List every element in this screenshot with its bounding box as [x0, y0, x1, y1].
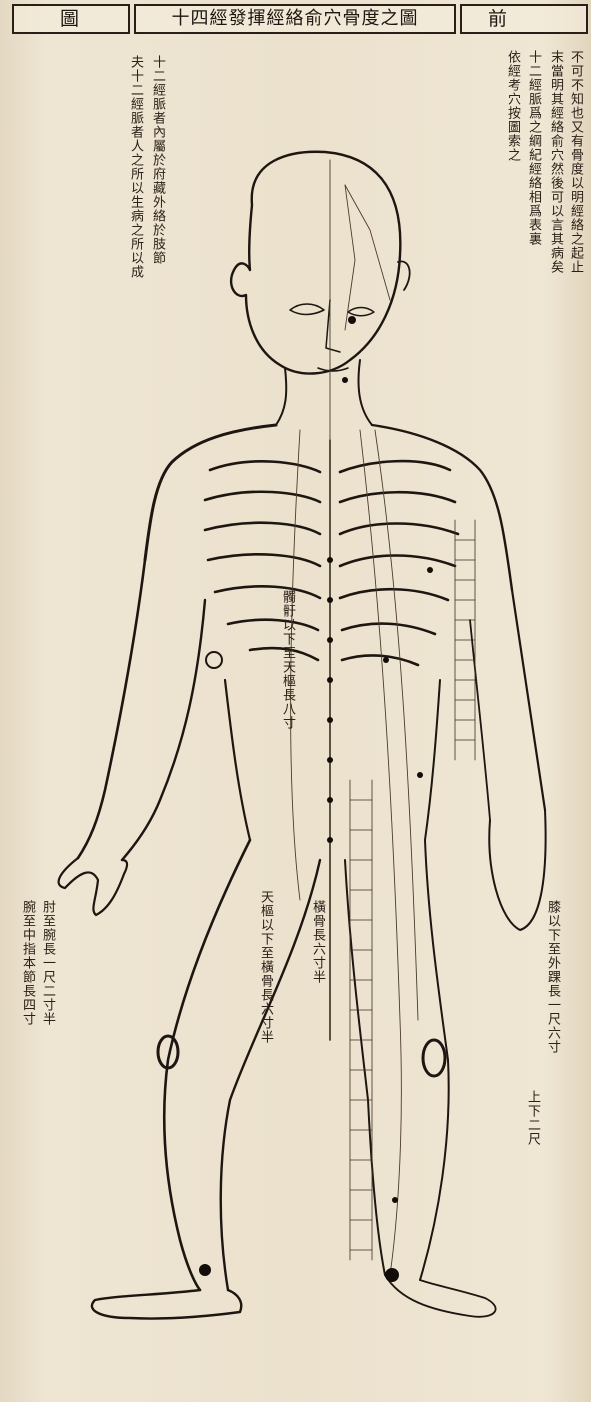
head-outline	[231, 152, 400, 374]
bone-measurement-ladders	[350, 520, 475, 1260]
arm-left-outer	[78, 560, 145, 858]
foot-right	[385, 1275, 496, 1317]
neck-right	[359, 360, 373, 425]
foot-left	[92, 1290, 241, 1319]
meridian-lines	[291, 160, 418, 1275]
text-column: 膝以下至外踝長一尺六寸	[545, 900, 560, 1160]
eye-left	[290, 304, 324, 315]
text-column: 末當明其經絡俞穴然後可以言其病矣	[548, 50, 563, 380]
text-column: 肘至腕長一尺二寸半	[40, 900, 55, 1160]
text-column: 不可不知也又有骨度以明經絡之起止	[568, 50, 583, 380]
text-column: 髑骬以下至天樞長八寸	[280, 590, 295, 790]
neck-left	[276, 368, 286, 425]
knee-right	[423, 1040, 445, 1076]
leg-left-outer	[164, 840, 250, 1290]
shoulder-right	[372, 425, 512, 590]
eye-right	[348, 308, 374, 316]
nose	[326, 300, 340, 352]
ribcage	[205, 461, 458, 665]
hand-right	[489, 810, 545, 930]
left-hip-joint	[206, 652, 222, 668]
text-column: 腕至中指本節長四寸	[20, 900, 35, 1160]
text-column: 十二經脈爲之綱紀經絡相爲表裏	[526, 50, 541, 350]
text-column: 夫十二經脈者人之所以生病之所以成	[128, 55, 143, 475]
text-column: 橫骨長六寸半	[310, 900, 325, 1040]
arm-right-outer	[512, 590, 545, 810]
text-column: 十二經脈者內屬於府藏外絡於肢節	[150, 55, 165, 475]
waist-right	[425, 680, 440, 840]
text-column: 上下二尺	[525, 1090, 540, 1190]
hand-left	[59, 858, 127, 915]
text-column: 天樞以下至橫骨長六寸半	[258, 890, 273, 1090]
leg-right-inner	[345, 860, 385, 1275]
waist-left	[225, 680, 250, 840]
text-column: 依經考穴按圖索之	[505, 50, 520, 310]
